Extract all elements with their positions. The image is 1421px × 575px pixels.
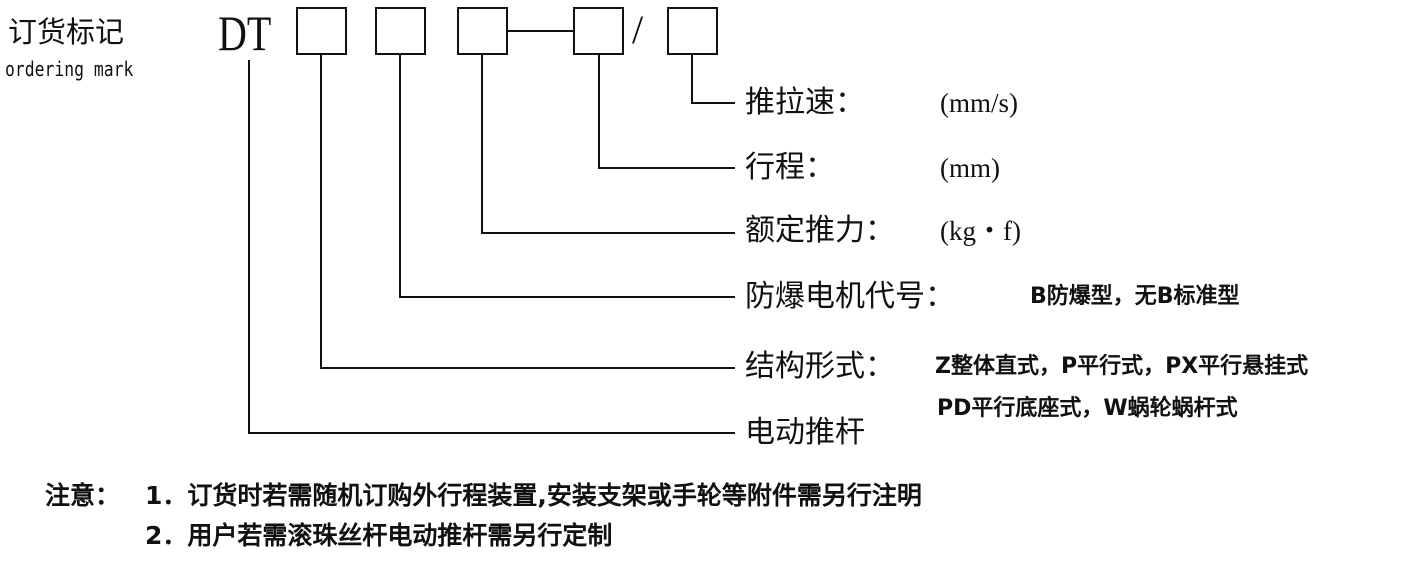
leader-explosion-proof <box>399 54 735 298</box>
field-label: 结构形式： <box>745 349 895 384</box>
ordering-mark-title-cn: 订货标记 <box>8 15 125 49</box>
leader-structure <box>320 54 735 369</box>
field-label: 防爆电机代号： <box>745 279 955 314</box>
code-box-structure <box>296 7 347 55</box>
field-unit: (kg・f) <box>940 216 1021 246</box>
field-speed: 推拉速： (mm/s) <box>745 85 1018 120</box>
field-label: 行程： <box>745 150 835 185</box>
field-detail: B防爆型，无B标准型 <box>1030 284 1240 309</box>
note-item: 2．用户若需滚珠丝杆电动推杆需另行定制 <box>145 521 613 550</box>
leader-thrust <box>481 54 735 234</box>
code-box-speed <box>667 7 718 55</box>
note-item: 1．订货时若需随机订购外行程装置,安装支架或手轮等附件需另行注明 <box>145 481 922 510</box>
field-detail-line2: PD平行底座式，W蜗轮蜗杆式 <box>937 396 1238 421</box>
leader-speed <box>691 54 735 104</box>
field-unit: (mm) <box>940 153 1000 183</box>
model-prefix: DT <box>218 5 272 61</box>
leader-product <box>248 60 735 434</box>
field-detail: Z整体直式，P平行式，PX平行悬挂式 <box>935 354 1309 379</box>
field-stroke: 行程： (mm) <box>745 150 1000 185</box>
leader-stroke <box>598 54 735 169</box>
field-label: 推拉速： <box>745 85 865 120</box>
field-structure: 结构形式： Z整体直式，P平行式，PX平行悬挂式 PD平行底座式，W蜗轮蜗杆式 <box>745 349 1308 420</box>
field-product: 电动推杆 <box>745 418 865 448</box>
field-thrust: 额定推力： (kg・f) <box>745 213 1021 248</box>
notes-prefix: 注意： <box>45 481 121 510</box>
field-label: 额定推力： <box>745 213 895 248</box>
field-unit: (mm/s) <box>940 88 1018 118</box>
code-box-thrust <box>457 7 508 55</box>
ordering-mark-title-en: ordering mark <box>5 57 134 81</box>
code-box-explosion-proof <box>375 7 426 55</box>
code-box-stroke <box>573 7 624 55</box>
slash-separator: / <box>632 7 644 52</box>
field-explosion-proof: 防爆电机代号： B防爆型，无B标准型 <box>745 279 1240 314</box>
field-label: 电动推杆 <box>745 415 865 450</box>
